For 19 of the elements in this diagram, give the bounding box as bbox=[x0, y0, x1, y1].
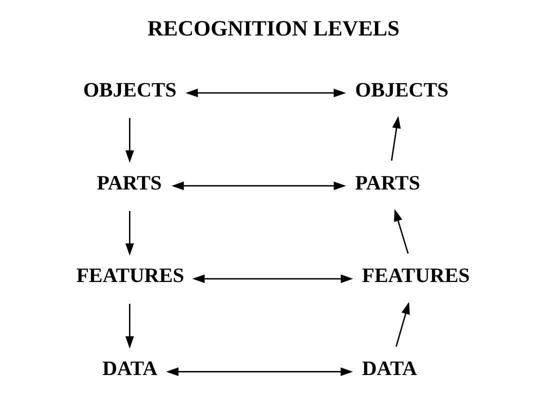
node-text: DATA bbox=[102, 358, 157, 380]
arrow bbox=[394, 208, 408, 254]
arrow bbox=[192, 274, 353, 284]
diagram-title: RECOGNITION LEVELS bbox=[146, 16, 400, 40]
node-text: PARTS bbox=[96, 172, 162, 194]
arrow bbox=[395, 302, 410, 347]
node-text: FEATURES bbox=[76, 265, 184, 288]
node-text: FEATURES bbox=[362, 265, 470, 288]
node-text: DATA bbox=[362, 358, 417, 380]
arrow bbox=[185, 88, 346, 98]
node-text: OBJECTS bbox=[354, 79, 448, 102]
arrow bbox=[124, 210, 134, 256]
arrow bbox=[390, 116, 400, 161]
arrow bbox=[166, 367, 352, 376]
arrow bbox=[124, 304, 134, 349]
node-text: PARTS bbox=[354, 172, 420, 194]
arrow bbox=[124, 118, 134, 163]
arrow bbox=[171, 182, 346, 190]
node-text: OBJECTS bbox=[82, 79, 176, 102]
